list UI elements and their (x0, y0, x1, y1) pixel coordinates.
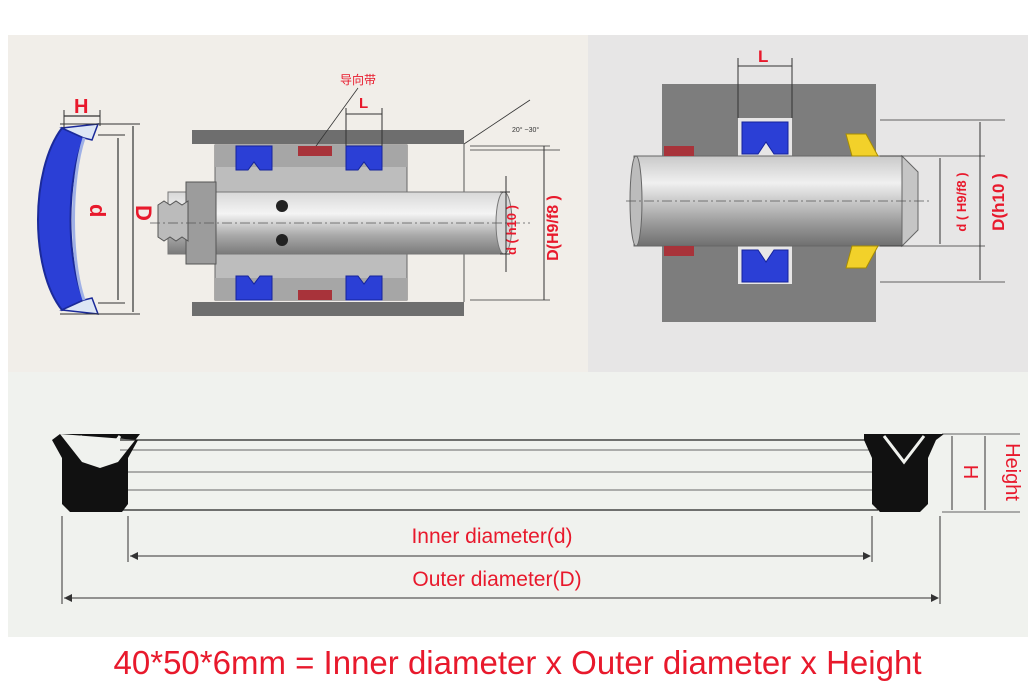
bottom-panel (8, 372, 1028, 637)
d-label-left: d (85, 204, 110, 217)
rod-seal-housing (626, 58, 1005, 322)
D-h10-label-right: D(h10 ) (989, 173, 1008, 231)
angle-label: 20° ~30° (512, 126, 539, 134)
H-label-left: H (74, 96, 88, 118)
L-label-right: L (758, 47, 768, 66)
piston-cylinder-assembly (150, 87, 560, 316)
guide-band-label: 导向带 (340, 72, 376, 87)
D-H9f8-label: D(H9/f8 ) (545, 195, 562, 261)
L-label-left: L (359, 95, 368, 112)
d-H9f8-label-right: d ( H9/f8 ) (954, 172, 969, 231)
d-h10-label: d ( h10 ) (504, 205, 519, 255)
dimension-formula: 40*50*6mm = Inner diameter x Outer diame… (113, 644, 922, 681)
H-label-bottom: H (959, 465, 981, 479)
seal-ring-side-view (37, 110, 140, 315)
inner-diameter-label: Inner diameter(d) (411, 525, 572, 548)
D-label-left: D (131, 205, 156, 221)
outer-diameter-label: Outer diameter(D) (412, 568, 581, 591)
seal-cross-section (52, 433, 1020, 604)
height-label: Height (1001, 443, 1023, 501)
